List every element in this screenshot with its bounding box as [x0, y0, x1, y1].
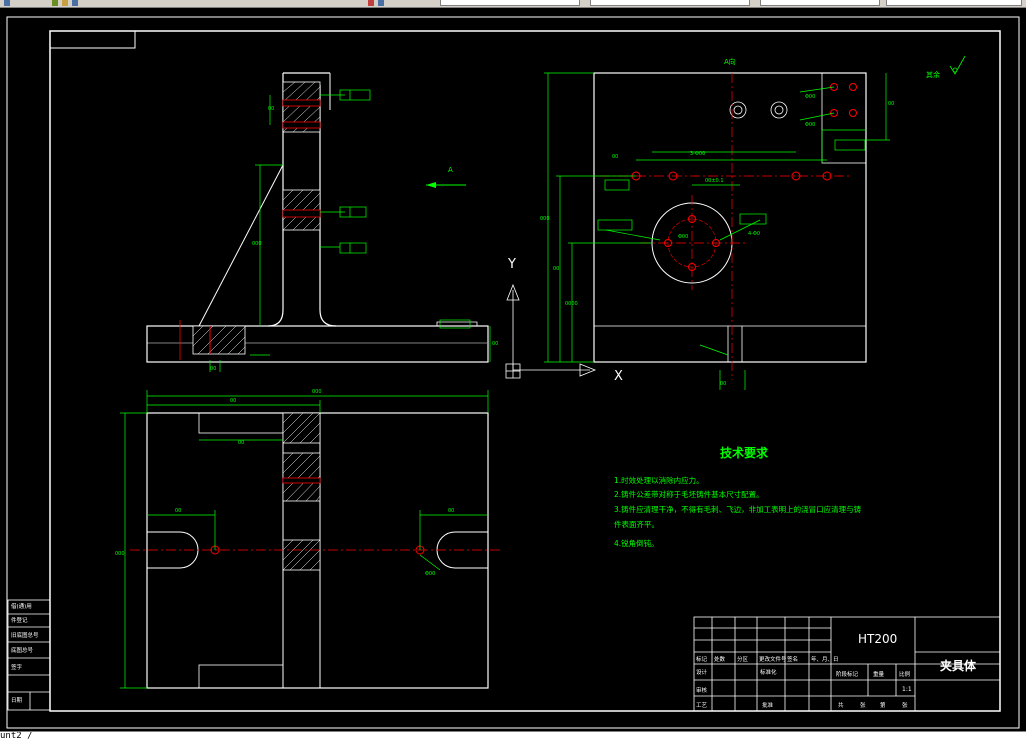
title-block-text: HT200 夹具体 1:1 标记 处数 分区 更改文件号 签名 年、月、日 设计…	[696, 632, 977, 709]
side-table-labels: 借(通)用 件登记 旧底图总号 底图总号 签字 日期	[11, 602, 39, 704]
svg-text:00: 00	[492, 341, 498, 347]
svg-text:000: 000	[252, 241, 262, 247]
front-view: 000 00 00 00 A	[146, 72, 498, 372]
view-label-a-top: A向	[724, 57, 736, 66]
svg-text:件登记: 件登记	[11, 616, 28, 624]
svg-text:签字: 签字	[11, 663, 23, 671]
svg-text:00±0.1: 00±0.1	[705, 178, 724, 184]
svg-text:4-Φ0: 4-Φ0	[748, 231, 760, 237]
svg-text:000: 000	[312, 389, 322, 395]
svg-text:标准化: 标准化	[760, 668, 777, 676]
layer-field[interactable]	[440, 0, 580, 6]
svg-text:00: 00	[612, 154, 618, 160]
svg-text:000: 000	[540, 216, 550, 222]
ucs-icon	[505, 283, 597, 379]
toolbar-icon[interactable]	[368, 0, 374, 6]
svg-text:00: 00	[720, 381, 726, 387]
svg-text:批准: 批准	[762, 701, 774, 709]
outer-frame	[6, 16, 1020, 729]
svg-text:000: 000	[115, 551, 125, 557]
color-field[interactable]	[590, 0, 750, 6]
svg-text:设计: 设计	[696, 668, 708, 676]
svg-text:00: 00	[268, 106, 274, 112]
tech-item: 1.时效处理以消除内应力。	[614, 475, 704, 485]
drawing-canvas[interactable]: 借(通)用 件登记 旧底图总号 底图总号 签字 日期	[0, 8, 1026, 731]
svg-text:审核: 审核	[696, 686, 708, 694]
svg-text:Φ00: Φ00	[805, 122, 815, 128]
axis-x-label: X	[614, 369, 623, 384]
svg-text:第: 第	[880, 701, 886, 709]
svg-text:张: 张	[902, 701, 908, 709]
lineweight-field[interactable]	[886, 0, 1022, 6]
cad-drawing: 借(通)用 件登记 旧底图总号 底图总号 签字 日期	[6, 16, 1020, 729]
svg-text:A: A	[448, 166, 453, 174]
svg-text:00: 00	[448, 508, 454, 514]
toolbar-icon[interactable]	[378, 0, 384, 6]
svg-text:张: 张	[860, 701, 866, 709]
svg-text:比例: 比例	[899, 670, 911, 678]
svg-text:处数: 处数	[714, 655, 726, 663]
svg-text:共: 共	[838, 701, 844, 709]
toolbar-icon[interactable]	[72, 0, 78, 6]
svg-text:底图总号: 底图总号	[11, 646, 34, 654]
material-label: HT200	[858, 632, 897, 646]
svg-text:阶段标记: 阶段标记	[836, 670, 859, 678]
tech-item: 4.锐角倒钝。	[614, 538, 659, 548]
tech-item: 2.铸件公差带对称于毛坯铸件基本尺寸配置。	[614, 489, 764, 499]
tech-title: 技术要求	[720, 445, 769, 460]
svg-text:0000: 0000	[565, 301, 578, 307]
svg-text:借(通)用: 借(通)用	[11, 602, 32, 610]
command-line-text: unt2 /	[0, 731, 33, 740]
axis-y-label: Y	[507, 257, 516, 272]
svg-text:更改文件号: 更改文件号	[759, 655, 787, 663]
toolbar-icon[interactable]	[52, 0, 58, 6]
tech-item: 3.铸件应清理干净，不得有毛刺、飞边，非加工表明上的浇冒口应清理与铸	[614, 504, 862, 514]
svg-text:00: 00	[175, 508, 181, 514]
svg-text:日期: 日期	[11, 697, 23, 704]
linetype-field[interactable]	[760, 0, 880, 6]
toolbar-icon[interactable]	[4, 0, 10, 6]
toolbar	[0, 0, 1026, 8]
roughness-note: 其余	[926, 70, 940, 79]
inner-frame	[49, 30, 1001, 712]
svg-text:Φ00: Φ00	[678, 234, 688, 240]
side-view-a: 000 00 0000 00 3-Φ00 00±0.1 00 Φ00 Φ00 Φ…	[540, 55, 966, 390]
svg-text:00: 00	[888, 101, 894, 107]
part-name: 夹具体	[940, 658, 977, 673]
svg-text:00: 00	[238, 440, 244, 446]
svg-text:签名: 签名	[787, 655, 798, 663]
svg-text:Φ00: Φ00	[425, 571, 435, 577]
tech-requirements: 技术要求 1.时效处理以消除内应力。 2.铸件公差带对称于毛坯铸件基本尺寸配置。…	[614, 445, 862, 548]
svg-text:00: 00	[230, 398, 236, 404]
scale-value: 1:1	[902, 686, 912, 693]
command-line[interactable]: unt2 /	[0, 731, 1026, 740]
svg-text:3-Φ00: 3-Φ00	[690, 151, 705, 157]
svg-text:00: 00	[553, 266, 559, 272]
svg-text:重量: 重量	[873, 670, 885, 678]
toolbar-icon[interactable]	[62, 0, 68, 6]
top-view: 000 00 00 000 00 00 Φ00	[115, 389, 500, 689]
svg-text:旧底图总号: 旧底图总号	[11, 631, 39, 639]
svg-text:00: 00	[210, 366, 216, 372]
svg-text:年、月、日: 年、月、日	[811, 655, 839, 663]
corner-code-box	[49, 30, 136, 49]
title-block	[693, 616, 1001, 712]
svg-text:分区: 分区	[737, 655, 749, 663]
side-table	[7, 599, 51, 711]
svg-text:工艺: 工艺	[696, 702, 708, 709]
svg-text:标记: 标记	[696, 655, 708, 663]
tech-item: 件表面齐平。	[614, 519, 659, 529]
svg-text:Φ00: Φ00	[805, 94, 815, 100]
